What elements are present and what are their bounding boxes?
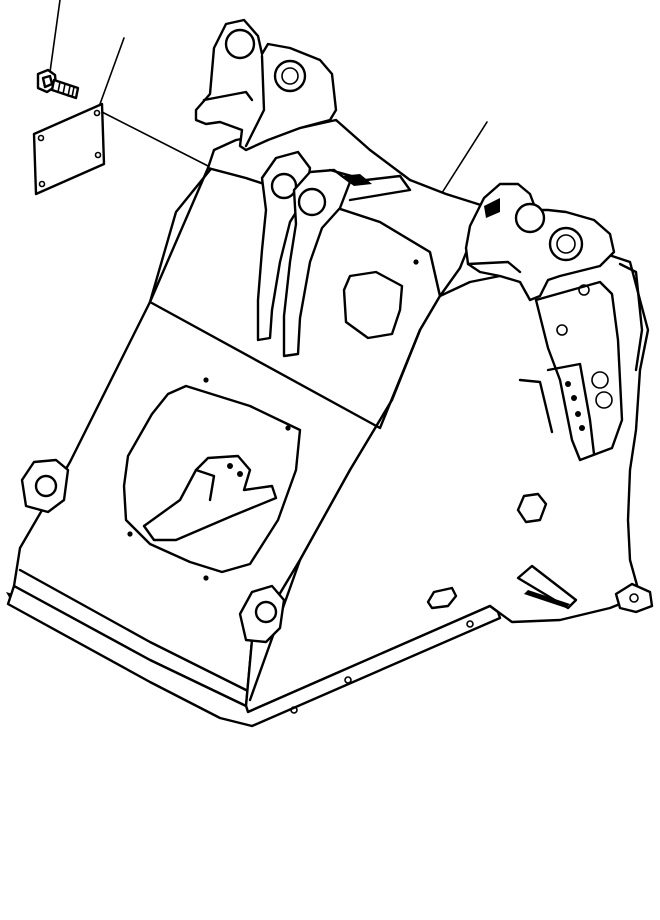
leader-line-bolt — [49, 0, 61, 73]
name-plate-icon — [32, 102, 106, 196]
leader-line-frame — [439, 121, 488, 197]
frame-side-hole-right — [516, 492, 548, 524]
bolt-icon — [36, 68, 80, 100]
front-frame-icon — [6, 18, 654, 728]
leader-line-name-plate — [99, 37, 125, 105]
frame-right-foot — [614, 582, 654, 614]
assembly-line-plate-to-frame — [101, 111, 213, 169]
upper-right-lug — [464, 182, 616, 302]
frame-mid-band — [148, 300, 422, 430]
frame-front-lower-face — [6, 584, 502, 728]
leader-lines — [49, 0, 488, 197]
frame-slot-lower — [426, 586, 458, 610]
frame-inspection-opening-upper — [342, 270, 404, 340]
